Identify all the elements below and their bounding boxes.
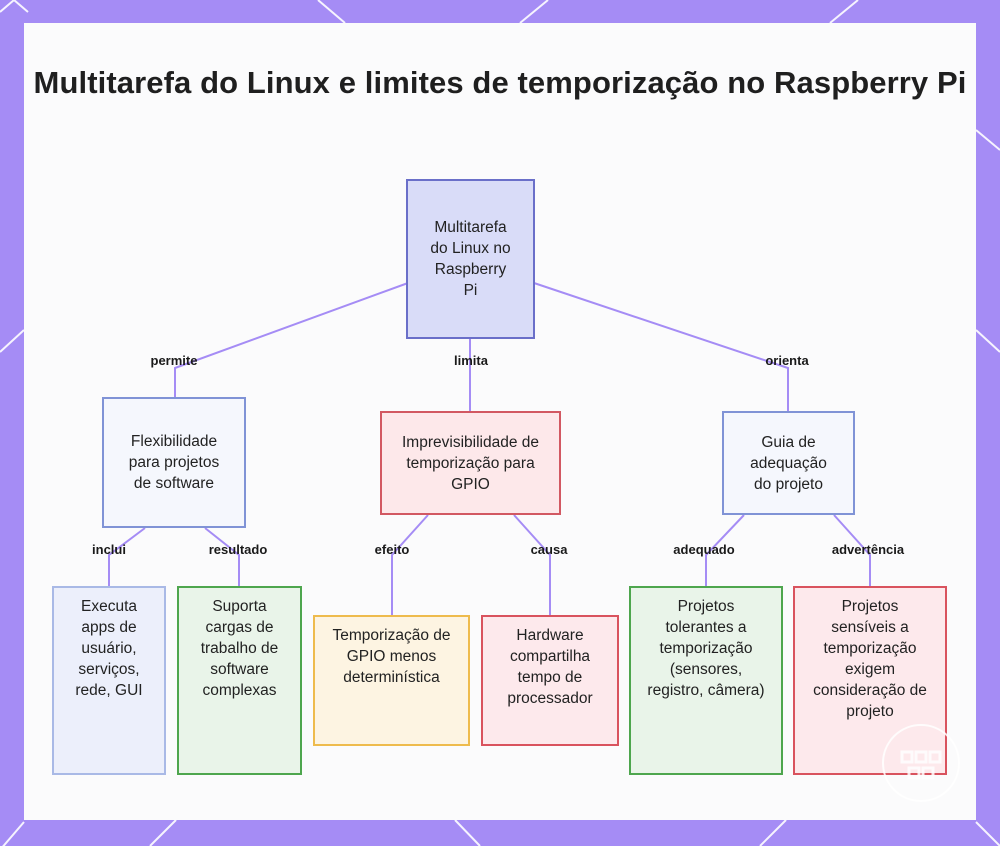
edge-label-efeito: efeito xyxy=(374,542,410,557)
edge-adequado xyxy=(705,514,745,587)
edge-label-resultado: resultado xyxy=(208,542,268,557)
node-root-label: Multitarefa do Linux no Raspberry Pi xyxy=(430,219,511,299)
edge-label-permite: permite xyxy=(150,353,198,368)
edge-inclui xyxy=(108,527,146,587)
edge-permite xyxy=(174,282,409,398)
brand-logo-icon xyxy=(882,724,960,802)
node-suporta-cargas: Suporta cargas de trabalho de software c… xyxy=(177,586,302,775)
edge-label-inclui: inclui xyxy=(92,542,126,557)
node-temporizacao-gpio-label: Temporização de GPIO menos determinístic… xyxy=(332,627,451,686)
edge-label-orienta: orienta xyxy=(765,353,809,368)
node-projetos-sensiveis: Projetos sensíveis a temporização exigem… xyxy=(793,586,947,775)
edge-label-limita: limita xyxy=(454,353,488,368)
edge-advertencia xyxy=(833,514,871,587)
node-flexibilidade: Flexibilidade para projetos de software xyxy=(102,397,246,528)
node-hardware: Hardware compartilha tempo de processado… xyxy=(481,615,619,746)
node-flexibilidade-label: Flexibilidade para projetos de software xyxy=(128,433,220,492)
node-executa-apps: Executa apps de usuário, serviços, rede,… xyxy=(52,586,166,775)
edge-label-causa: causa xyxy=(530,542,568,557)
node-projetos-tolerantes-label: Projetos tolerantes a temporização (sens… xyxy=(647,598,765,699)
edge-efeito xyxy=(391,514,429,616)
edge-causa xyxy=(513,514,551,616)
node-suporta-cargas-label: Suporta cargas de trabalho de software c… xyxy=(200,598,279,699)
node-executa-apps-label: Executa apps de usuário, serviços, rede,… xyxy=(75,598,143,699)
node-imprevisibilidade-label: Imprevisibilidade de temporização para G… xyxy=(402,433,539,493)
edge-orienta xyxy=(533,282,789,412)
edge-label-advertencia: advertência xyxy=(831,542,905,557)
node-root: Multitarefa do Linux no Raspberry Pi xyxy=(406,179,535,339)
node-guia: Guia de adequação do projeto xyxy=(722,411,855,515)
edge-resultado xyxy=(204,527,240,587)
node-projetos-sensiveis-label: Projetos sensíveis a temporização exigem… xyxy=(813,598,927,720)
edge-label-adequado: adequado xyxy=(673,542,735,557)
node-temporizacao-gpio: Temporização de GPIO menos determinístic… xyxy=(313,615,470,746)
node-projetos-tolerantes: Projetos tolerantes a temporização (sens… xyxy=(629,586,783,775)
node-imprevisibilidade: Imprevisibilidade de temporização para G… xyxy=(380,411,561,515)
node-guia-label: Guia de adequação do projeto xyxy=(750,433,827,493)
node-hardware-label: Hardware compartilha tempo de processado… xyxy=(507,627,593,707)
diagram-title: Multitarefa do Linux e limites de tempor… xyxy=(33,65,967,100)
